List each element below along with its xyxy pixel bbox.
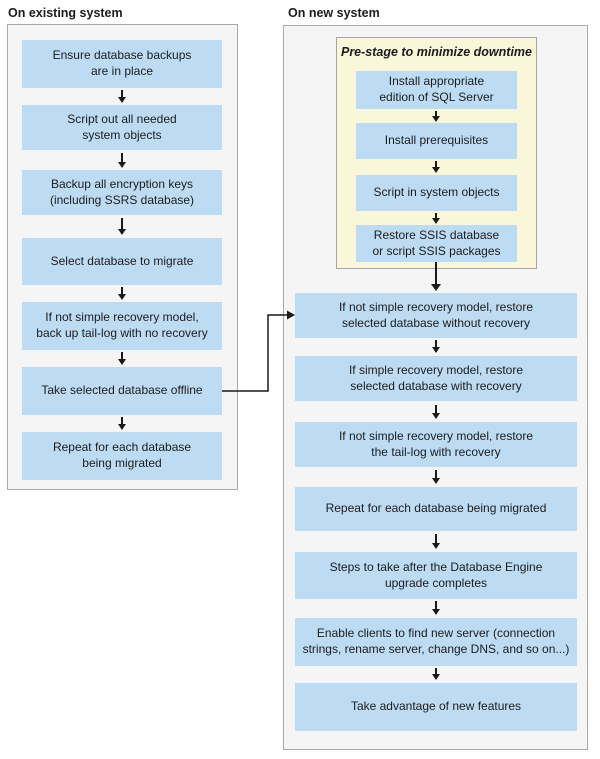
- down-arrow-icon: [117, 417, 127, 430]
- step-take-database-offline: Take selected database offline: [22, 367, 222, 415]
- step-script-in-system-objects: Script in system objects: [356, 175, 517, 211]
- step-take-advantage-new-features: Take advantage of new features: [295, 683, 577, 731]
- step-select-database: Select database to migrate: [22, 238, 222, 285]
- step-script-out-system-objects: Script out all needed system objects: [22, 105, 222, 150]
- step-restore-tail-log: If not simple recovery model, restore th…: [295, 422, 577, 467]
- step-install-prerequisites: Install prerequisites: [356, 123, 517, 159]
- down-arrow-icon: [431, 111, 441, 122]
- down-arrow-icon: [117, 287, 127, 300]
- down-arrow-icon: [431, 470, 441, 484]
- down-arrow-icon: [117, 153, 127, 168]
- prestage-exit-arrow-icon: [431, 262, 441, 291]
- step-repeat-each-database-existing: Repeat for each database being migrated: [22, 432, 222, 480]
- step-install-sql-server: Install appropriate edition of SQL Serve…: [356, 71, 517, 109]
- step-ensure-database-backups: Ensure database backups are in place: [22, 40, 222, 88]
- step-enable-clients: Enable clients to find new server (conne…: [295, 618, 577, 666]
- prestage-title: Pre-stage to minimize downtime: [340, 45, 532, 59]
- existing-system-heading: On existing system: [8, 6, 123, 20]
- down-arrow-icon: [117, 90, 127, 103]
- down-arrow-icon: [431, 340, 441, 353]
- down-arrow-icon: [117, 218, 127, 235]
- step-repeat-each-database-new: Repeat for each database being migrated: [295, 487, 577, 531]
- step-restore-with-recovery: If simple recovery model, restore select…: [295, 356, 577, 401]
- down-arrow-icon: [431, 668, 441, 680]
- step-restore-ssis-database: Restore SSIS database or script SSIS pac…: [356, 225, 517, 262]
- step-post-upgrade-steps: Steps to take after the Database Engine …: [295, 552, 577, 599]
- step-backup-encryption-keys: Backup all encryption keys (including SS…: [22, 170, 222, 215]
- down-arrow-icon: [431, 601, 441, 615]
- down-arrow-icon: [117, 352, 127, 365]
- down-arrow-icon: [431, 161, 441, 173]
- step-restore-without-recovery: If not simple recovery model, restore se…: [295, 293, 577, 338]
- step-backup-tail-log: If not simple recovery model, back up ta…: [22, 302, 222, 350]
- down-arrow-icon: [431, 405, 441, 419]
- new-system-heading: On new system: [288, 6, 380, 20]
- down-arrow-icon: [431, 534, 441, 549]
- down-arrow-icon: [431, 213, 441, 224]
